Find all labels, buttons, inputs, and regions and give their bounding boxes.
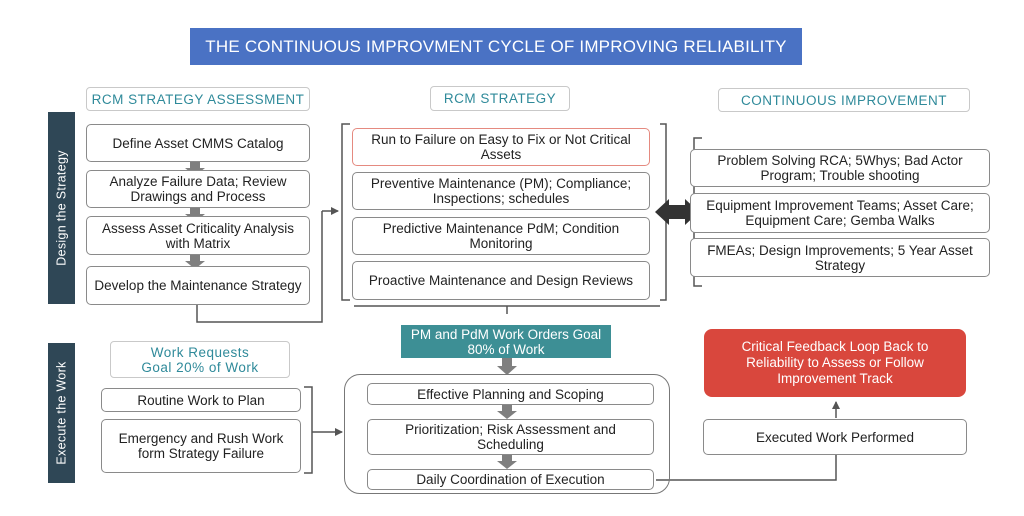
side-label-design: Design the Strategy: [48, 112, 75, 304]
strategy-predictive-maintenance: Predictive Maintenance PdM; Condition Mo…: [352, 217, 650, 255]
critical-feedback-loop: Critical Feedback Loop Back to Reliabili…: [704, 329, 966, 397]
header-rcm-strategy-assessment: RCM STRATEGY ASSESSMENT: [86, 87, 310, 111]
pm-to-execution-arrow: [497, 358, 517, 375]
executed-work-performed: Executed Work Performed: [703, 419, 967, 455]
diagram-title: THE CONTINUOUS IMPROVMENT CYCLE OF IMPRO…: [190, 28, 802, 65]
execution-step-prioritization: Prioritization; Risk Assessment and Sche…: [367, 419, 654, 455]
strategy-proactive-maintenance: Proactive Maintenance and Design Reviews: [352, 261, 650, 300]
routine-work-to-plan: Routine Work to Plan: [101, 388, 301, 412]
requests-to-execution-connector: [304, 386, 343, 474]
strategy-preventive-maintenance: Preventive Maintenance (PM); Compliance;…: [352, 172, 650, 210]
header-continuous-improvement: CONTINUOUS IMPROVEMENT: [718, 88, 970, 112]
header-rcm-strategy: RCM STRATEGY: [430, 86, 570, 111]
side-label-execute: Execute the Work: [48, 343, 75, 483]
improvement-fmeas: FMEAs; Design Improvements; 5 Year Asset…: [690, 238, 990, 277]
improvement-equipment-teams: Equipment Improvement Teams; Asset Care;…: [690, 193, 990, 233]
side-label-execute-text: Execute the Work: [54, 361, 69, 465]
execution-step-planning: Effective Planning and Scoping: [367, 383, 654, 405]
pm-pdm-work-orders-goal: PM and PdM Work Orders Goal 80% of Work: [401, 325, 611, 358]
strategy-run-to-failure: Run to Failure on Easy to Fix or Not Cri…: [352, 128, 650, 166]
step-develop-maintenance-strategy: Develop the Maintenance Strategy: [86, 266, 310, 305]
step-define-asset-cmms-catalog: Define Asset CMMS Catalog: [86, 124, 310, 162]
execution-step-daily-coordination: Daily Coordination of Execution: [367, 469, 654, 490]
side-label-design-text: Design the Strategy: [54, 150, 69, 266]
execution-to-executed-connector: [656, 455, 837, 481]
execution-flow-arrows: [497, 405, 517, 469]
step-analyze-failure-data: Analyze Failure Data; Review Drawings an…: [86, 170, 310, 208]
emergency-rush-work: Emergency and Rush Work form Strategy Fa…: [101, 419, 301, 473]
improvement-problem-solving: Problem Solving RCA; 5Whys; Bad Actor Pr…: [690, 149, 990, 187]
assessment-to-strategy-connector: [196, 207, 339, 323]
execution-process-group: [344, 374, 670, 494]
step-assess-criticality: Assess Asset Criticality Analysis with M…: [86, 216, 310, 255]
work-requests-goal: Work Requests Goal 20% of Work: [110, 341, 290, 378]
